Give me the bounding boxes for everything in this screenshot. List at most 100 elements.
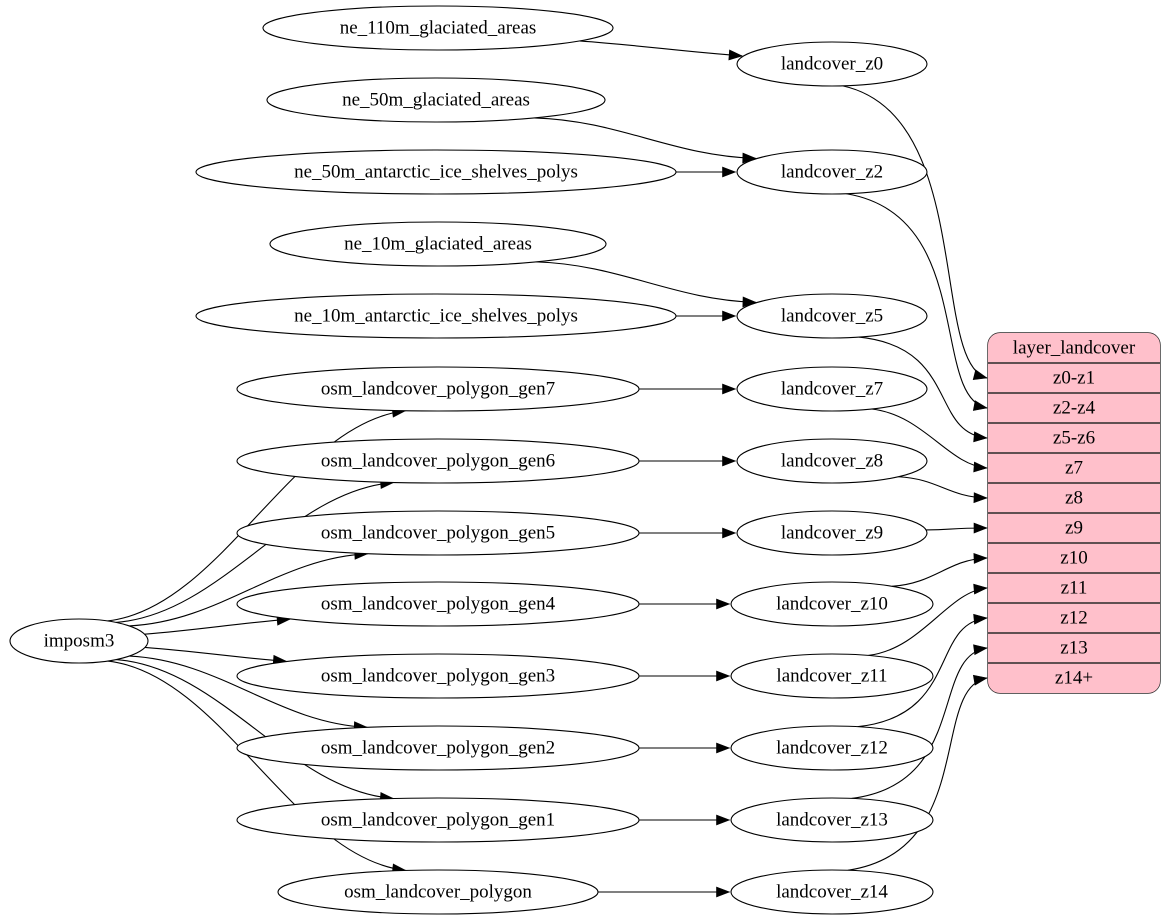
layer-table-row[interactable] bbox=[988, 543, 1160, 573]
layer-table-row[interactable] bbox=[988, 513, 1160, 543]
graph-node[interactable]: osm_landcover_polygon_gen1 bbox=[236, 797, 640, 843]
node-label: landcover_z12 bbox=[776, 737, 888, 758]
graph-node[interactable]: osm_landcover_polygon_gen3 bbox=[236, 653, 640, 699]
graph-node[interactable]: osm_landcover_polygon_gen6 bbox=[236, 438, 640, 484]
node-label: osm_landcover_polygon_gen2 bbox=[321, 737, 555, 758]
node-label: ne_50m_glaciated_areas bbox=[342, 89, 530, 110]
node-label: ne_110m_glaciated_areas bbox=[340, 17, 537, 38]
node-ellipse bbox=[9, 618, 149, 664]
layer-table-row-label: z12 bbox=[1060, 607, 1087, 628]
graph-edge bbox=[535, 261, 756, 303]
node-label: landcover_z5 bbox=[781, 305, 883, 326]
graph-edge-to-layer bbox=[851, 647, 988, 799]
node-ellipse bbox=[736, 41, 928, 87]
layer-table-row-label: z7 bbox=[1065, 457, 1083, 478]
graph-node[interactable]: landcover_z0 bbox=[736, 41, 928, 87]
node-label: osm_landcover_polygon_gen4 bbox=[321, 593, 556, 614]
edge-arrowhead bbox=[972, 369, 988, 380]
graph-node[interactable]: landcover_z2 bbox=[736, 149, 928, 195]
node-label: ne_10m_glaciated_areas bbox=[344, 233, 532, 254]
graph-node[interactable]: ne_10m_glaciated_areas bbox=[269, 221, 607, 267]
edge-arrowhead bbox=[972, 674, 988, 686]
layer-table-row[interactable] bbox=[988, 633, 1160, 663]
node-ellipse bbox=[736, 293, 928, 339]
node-ellipse bbox=[269, 221, 607, 267]
node-ellipse bbox=[277, 869, 599, 915]
layer-table-row[interactable] bbox=[988, 483, 1160, 513]
layer-table-header-cell bbox=[988, 333, 1160, 363]
layer-table-rows: layer_landcoverz0-z1z2-z4z5-z6z7z8z9z10z… bbox=[988, 333, 1160, 693]
graph-edge bbox=[107, 660, 406, 871]
graph-node[interactable]: ne_50m_antarctic_ice_shelves_polys bbox=[195, 149, 677, 195]
edges-layer bbox=[107, 40, 988, 898]
edge-arrowhead bbox=[973, 522, 988, 534]
graph-node[interactable]: ne_110m_glaciated_areas bbox=[262, 5, 614, 51]
graph-edge-to-layer bbox=[857, 617, 988, 728]
graph-node[interactable]: ne_10m_antarctic_ice_shelves_polys bbox=[195, 293, 677, 339]
edge-arrowhead bbox=[973, 644, 988, 656]
layer-table-row-label: z9 bbox=[1065, 517, 1083, 538]
graph-node[interactable]: osm_landcover_polygon bbox=[277, 869, 599, 915]
node-ellipse bbox=[236, 366, 640, 412]
graph-node[interactable]: landcover_z10 bbox=[730, 581, 934, 627]
layer-table-row[interactable] bbox=[988, 603, 1160, 633]
graph-edge-to-layer bbox=[858, 336, 988, 439]
graph-node[interactable]: landcover_z5 bbox=[736, 293, 928, 339]
graph-node[interactable]: ne_50m_glaciated_areas bbox=[266, 77, 606, 123]
node-ellipse bbox=[730, 581, 934, 627]
nodes-layer: imposm3 ne_110m_glaciated_areas ne_50m_gla… bbox=[9, 5, 934, 915]
graph-edge bbox=[144, 618, 291, 635]
layer-table-row-label: z0-z1 bbox=[1053, 367, 1095, 388]
graph-edge bbox=[144, 646, 287, 662]
edge-arrowhead bbox=[972, 400, 988, 411]
layer-table-row[interactable] bbox=[988, 573, 1160, 603]
node-label: landcover_z2 bbox=[781, 161, 883, 182]
node-label: ne_50m_antarctic_ice_shelves_polys bbox=[294, 161, 578, 182]
graph-node[interactable]: landcover_z13 bbox=[730, 797, 934, 843]
graph-node[interactable]: osm_landcover_polygon_gen2 bbox=[236, 725, 640, 771]
node-label: landcover_z13 bbox=[776, 809, 888, 830]
graph-edge-to-layer bbox=[898, 476, 988, 499]
layer-table-row[interactable] bbox=[988, 393, 1160, 423]
graph-node[interactable]: imposm3 bbox=[9, 618, 149, 664]
edge-arrowhead bbox=[722, 310, 737, 322]
edge-arrowhead bbox=[722, 166, 737, 178]
graph-node[interactable]: landcover_z8 bbox=[736, 438, 928, 484]
graph-edge bbox=[129, 553, 368, 627]
graph-node[interactable]: landcover_z11 bbox=[730, 653, 934, 699]
node-ellipse bbox=[236, 653, 640, 699]
layer-table-row[interactable] bbox=[988, 363, 1160, 393]
graph-node[interactable]: landcover_z12 bbox=[730, 725, 934, 771]
node-label: imposm3 bbox=[44, 630, 115, 651]
layer-table-row-label: z14+ bbox=[1055, 667, 1093, 688]
graph-node[interactable]: osm_landcover_polygon_gen4 bbox=[236, 581, 640, 627]
graph-node[interactable]: osm_landcover_polygon_gen7 bbox=[236, 366, 640, 412]
node-label: landcover_z8 bbox=[781, 450, 883, 471]
graph-edge-to-layer bbox=[891, 557, 988, 587]
node-label: osm_landcover_polygon_gen5 bbox=[321, 522, 555, 543]
edge-arrowhead bbox=[716, 742, 731, 754]
graph-node[interactable]: landcover_z9 bbox=[736, 510, 928, 556]
layer-table-row-label: z13 bbox=[1060, 637, 1087, 658]
graph-node[interactable]: osm_landcover_polygon_gen5 bbox=[236, 510, 640, 556]
node-ellipse bbox=[262, 5, 614, 51]
layer-table-row[interactable] bbox=[988, 663, 1160, 693]
node-ellipse bbox=[730, 869, 934, 915]
node-ellipse bbox=[266, 77, 606, 123]
node-ellipse bbox=[236, 725, 640, 771]
node-ellipse bbox=[236, 581, 640, 627]
layer-table-row[interactable] bbox=[988, 423, 1160, 453]
graph-node[interactable]: landcover_z14 bbox=[730, 869, 934, 915]
node-ellipse bbox=[730, 797, 934, 843]
node-ellipse bbox=[736, 366, 928, 412]
graph-node[interactable]: landcover_z7 bbox=[736, 366, 928, 412]
layer-table-row[interactable] bbox=[988, 453, 1160, 483]
edge-arrowhead bbox=[716, 598, 731, 610]
edge-arrowhead bbox=[716, 814, 731, 826]
edge-arrowhead bbox=[973, 431, 988, 443]
node-ellipse bbox=[736, 510, 928, 556]
node-ellipse bbox=[236, 438, 640, 484]
edge-arrowhead bbox=[973, 553, 988, 564]
